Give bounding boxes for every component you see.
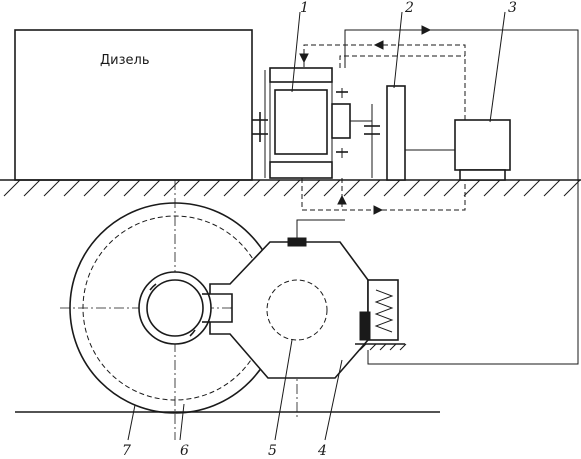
callout-5: 5 — [268, 443, 277, 459]
spring-assembly — [355, 279, 407, 351]
brake-unit — [269, 67, 380, 179]
callout-7: 7 — [122, 443, 131, 459]
control-line — [344, 25, 579, 365]
column-unit — [386, 85, 455, 181]
shaft-coupling — [252, 70, 268, 178]
callout-1: 1 — [300, 0, 309, 16]
control-box — [454, 119, 511, 181]
callout-6: 6 — [180, 443, 189, 459]
upper-shoe — [287, 219, 345, 247]
callout-4: 4 — [317, 443, 327, 459]
hub — [138, 271, 212, 345]
leader-lines — [127, 11, 506, 441]
dashed-links-top — [299, 40, 466, 215]
callout-2: 2 — [404, 0, 414, 16]
diesel-engine: Дизель — [14, 29, 253, 181]
brake-lever — [209, 241, 369, 379]
ground-top — [0, 179, 581, 197]
diesel-label: Дизель — [100, 53, 150, 68]
callout-3: 3 — [508, 0, 517, 16]
